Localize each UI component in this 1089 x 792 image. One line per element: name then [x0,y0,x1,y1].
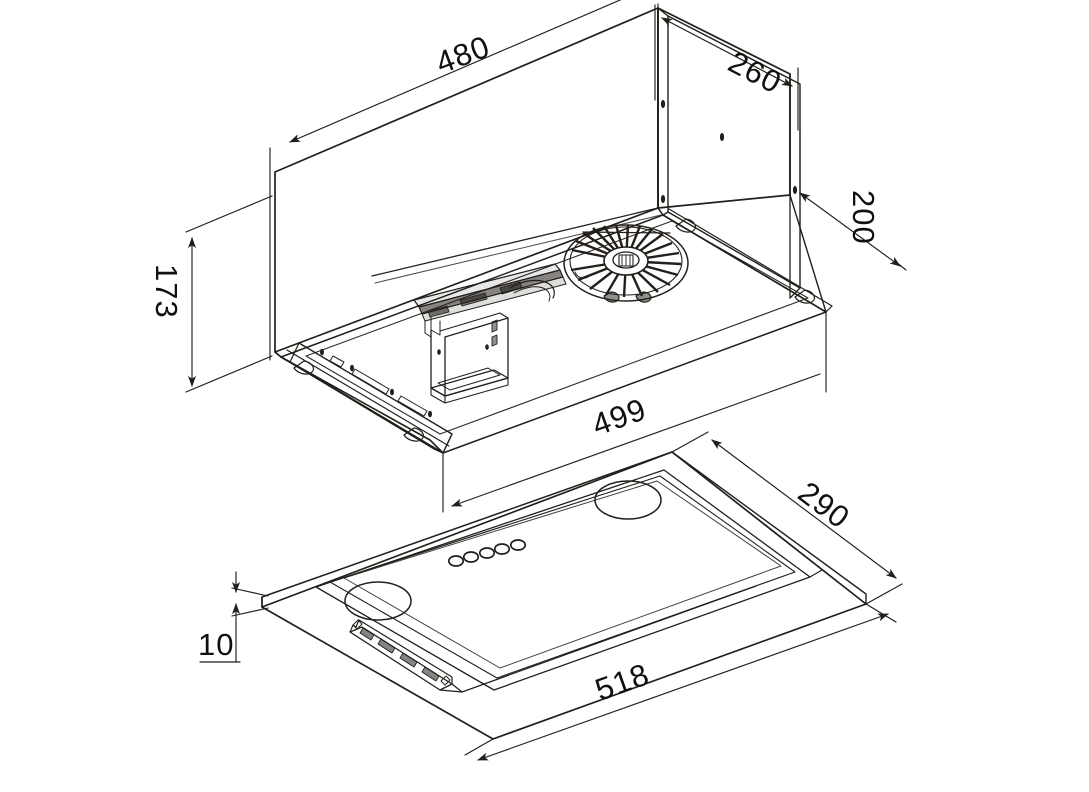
slide-rail-assembly [413,263,567,338]
dimension-499 [442,311,827,513]
control-button-5 [509,539,527,551]
light-opening-right [594,480,662,520]
dimension-260 [657,3,799,131]
control-button-4 [493,543,511,555]
control-button-3 [478,547,496,559]
dimension-label-173: 173 [149,264,184,319]
light-opening-left [344,581,412,621]
dimension-label-200: 200 [846,190,881,245]
dimension-200 [799,129,907,271]
control-button-1 [447,555,465,567]
dimension-480 [269,0,656,361]
dimension-label-290: 290 [792,475,857,536]
control-button-2 [462,551,480,563]
centrifugal-blower-fan [563,224,689,303]
control-button-row[interactable] [447,539,527,567]
dimension-label-10: 10 [198,627,234,662]
dimension-label-480: 480 [431,29,495,81]
dimension-290 [671,431,903,605]
dimension-label-499: 499 [588,391,651,442]
dimension-173 [185,195,273,393]
bottom-decorative-panel [261,451,867,740]
mounting-flange-left [280,342,453,454]
grease-filter-handle[interactable] [349,481,757,693]
dimension-10 [199,571,269,663]
dimension-label-260: 260 [723,44,788,100]
motor-housing [430,312,509,404]
dimension-label-518: 518 [591,656,654,707]
dimension-518 [464,603,897,761]
